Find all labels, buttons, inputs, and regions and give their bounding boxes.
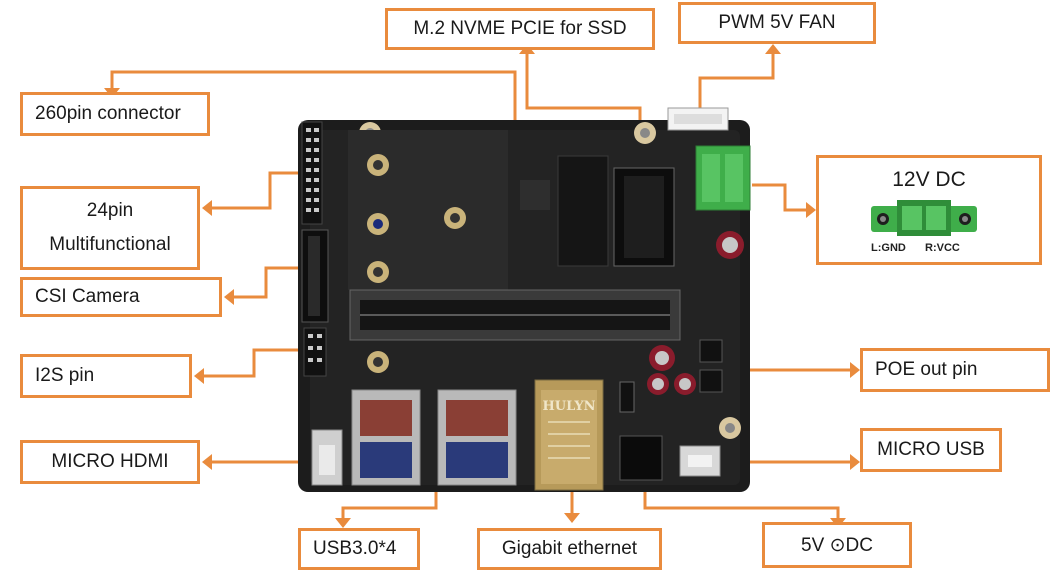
line-csi — [232, 266, 302, 299]
label-pwm-fan: PWM 5V FAN — [678, 2, 876, 44]
poe-pin — [619, 381, 635, 413]
line-5v — [643, 478, 840, 520]
ethernet-brand: HULYN — [542, 399, 595, 414]
label-poe-out: POE out pin — [860, 348, 1050, 392]
label-12v-dc-box: 12V DC L:GND R:VCC — [816, 155, 1042, 265]
dc5v-jack — [619, 435, 663, 481]
line-12v — [752, 183, 808, 212]
carrier-board-illustration: HULYN — [298, 107, 751, 492]
label-5v-dc: 5V ⊙DC — [762, 522, 912, 568]
label-micro-usb: MICRO USB — [860, 428, 1002, 472]
i2s-header — [303, 327, 327, 377]
label-12v-dc-title: 12V DC — [892, 168, 966, 191]
label-vcc: R:VCC — [925, 242, 960, 254]
label-i2s-pin: I2S pin — [20, 354, 192, 398]
label-m2-nvme: M.2 NVME PCIE for SSD — [385, 8, 655, 50]
label-csi-camera: CSI Camera — [20, 277, 222, 317]
label-usb30: USB3.0*4 — [298, 528, 420, 570]
label-24pin: 24pin Multifunctional — [20, 186, 200, 270]
label-gigabit: Gigabit ethernet — [477, 528, 662, 570]
label-260pin: 260pin connector — [20, 92, 210, 136]
label-24pin-line2: Multifunctional — [49, 234, 171, 255]
label-gnd: L:GND — [871, 242, 906, 254]
line-24pin — [210, 171, 302, 210]
line-usb — [341, 488, 438, 520]
label-micro-hdmi: MICRO HDMI — [20, 440, 200, 484]
label-24pin-line1: 24pin — [86, 200, 134, 221]
line-i2s — [202, 348, 310, 378]
dc12-terminal-icon — [871, 200, 977, 236]
line-fan — [698, 52, 775, 110]
